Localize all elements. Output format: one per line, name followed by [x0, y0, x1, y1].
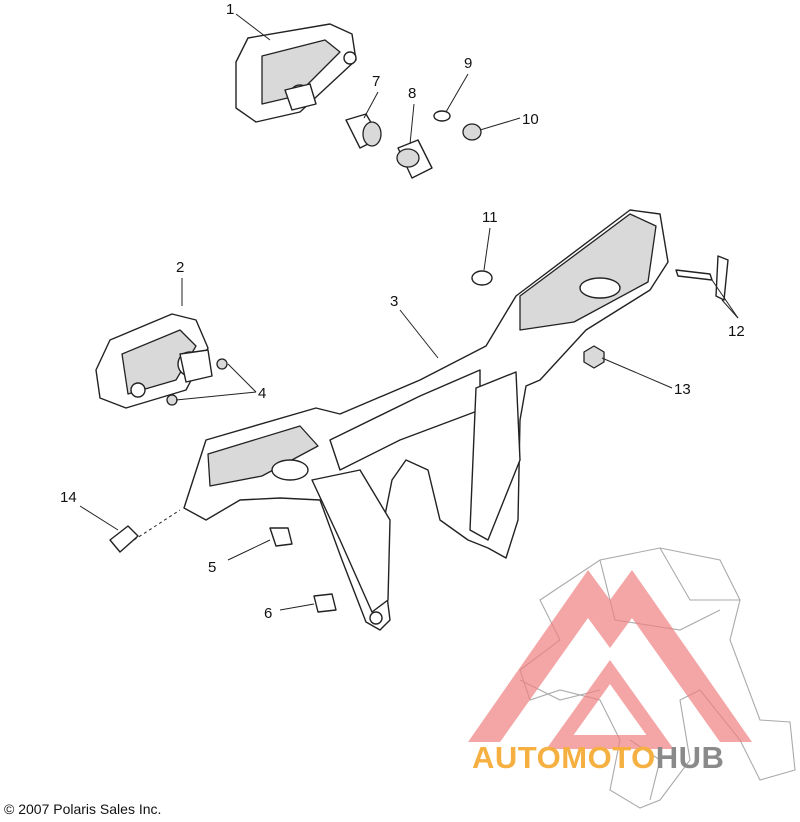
callout-14: 14	[60, 489, 77, 506]
part-1-tail-light	[235, 23, 357, 123]
part-4-nuts	[166, 358, 228, 406]
callout-9: 9	[464, 55, 472, 72]
callout-3: 3	[390, 293, 398, 310]
part-9-bulb	[433, 110, 451, 122]
callout-13: 13	[674, 381, 691, 398]
leader-lines	[79, 13, 739, 611]
part-3-rear-bracket	[183, 209, 669, 631]
callout-1: 1	[226, 1, 234, 18]
callout-7: 7	[372, 73, 380, 90]
part-13-nut	[583, 345, 605, 369]
callout-10: 10	[522, 111, 539, 128]
part-8-socket	[396, 139, 433, 179]
part-10-socket	[462, 123, 482, 141]
part-6-push-rivet	[313, 593, 337, 613]
part-2-tail-light	[95, 313, 213, 409]
part-7-bulb	[345, 113, 382, 149]
part-11-push-rivet	[471, 270, 493, 286]
callout-2: 2	[176, 259, 184, 276]
part-14-label	[109, 525, 139, 553]
watermark-logo	[468, 570, 752, 749]
callout-8: 8	[408, 85, 416, 102]
part-5-push-rivet	[269, 527, 293, 547]
callout-6: 6	[264, 605, 272, 622]
callout-12: 12	[728, 323, 745, 340]
callout-labels: 1 2 3 4 5 6 7 8 9 10 11 12 13 14	[60, 1, 745, 622]
copyright-notice: © 2007 Polaris Sales Inc.	[4, 801, 162, 817]
part-12-screws	[675, 255, 729, 301]
callout-4: 4	[258, 385, 266, 402]
watermark-text-part2: HUB	[655, 740, 725, 775]
watermark-text-part1: AUTOMOTO	[472, 740, 656, 775]
callout-5: 5	[208, 559, 216, 576]
callout-11: 11	[482, 209, 498, 226]
watermark-brand-text: AUTOMOTOHUB	[472, 740, 724, 776]
